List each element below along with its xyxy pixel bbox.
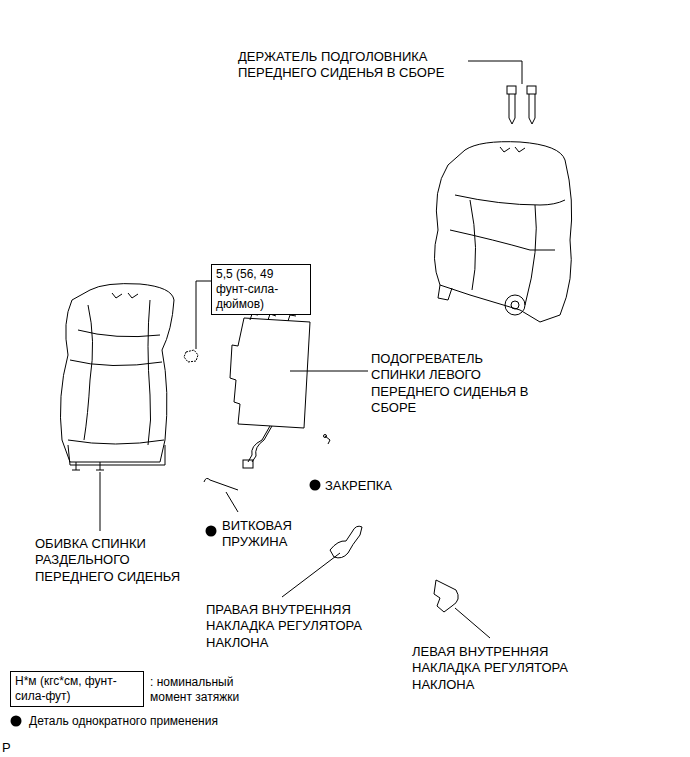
box-text: Н*м (кгс*см, фунт-сила-фут) — [15, 674, 139, 704]
seatback-cover — [60, 284, 174, 470]
seatback-assembly — [434, 142, 571, 322]
box-text: 5,5 (56, 49 фунт-сила-дюймов) — [216, 267, 306, 312]
coil-spring — [204, 478, 238, 490]
part-label: ВИТКОВАЯ ПРУЖИНА — [222, 518, 332, 551]
legend-dot — [11, 716, 22, 727]
part-label: ДЕРЖАТЕЛЬ ПОДГОЛОВНИКА ПЕРЕДНЕГО СИДЕНЬЯ… — [238, 49, 468, 82]
headrest-support — [507, 86, 536, 124]
torque-legend-box: Н*м (кгс*см, фунт-сила-фут) — [10, 671, 144, 707]
part-label: ПОДОГРЕВАТЕЛЬ СПИНКИ ЛЕВОГО ПЕРЕДНЕГО СИ… — [371, 351, 536, 416]
legend-text: Деталь однократного применения — [29, 714, 269, 729]
single-use-dot — [206, 526, 217, 537]
single-use-dot — [310, 480, 321, 491]
part-label: ОБИВКА СПИНКИ РАЗДЕЛЬНОГО ПЕРЕДНЕГО СИДЕ… — [35, 536, 200, 585]
torque-box: 5,5 (56, 49 фунт-сила-дюймов) — [211, 264, 311, 315]
seat-heater — [230, 314, 310, 468]
leader-line — [100, 61, 522, 638]
nut — [184, 350, 198, 362]
legend-text: : номинальный момент затяжки — [150, 675, 270, 705]
clip — [324, 435, 331, 445]
recliner-cover-right — [330, 526, 362, 558]
page-code: P — [2, 740, 32, 756]
part-label: ЗАКРЕПКА — [325, 478, 435, 494]
part-label: ПРАВАЯ ВНУТРЕННЯЯ НАКЛАДКА РЕГУЛЯТОРА НА… — [206, 602, 396, 651]
part-label: ЛЕВАЯ ВНУТРЕННЯЯ НАКЛАДКА РЕГУЛЯТОРА НАК… — [412, 644, 602, 693]
recliner-cover-left — [434, 580, 458, 612]
